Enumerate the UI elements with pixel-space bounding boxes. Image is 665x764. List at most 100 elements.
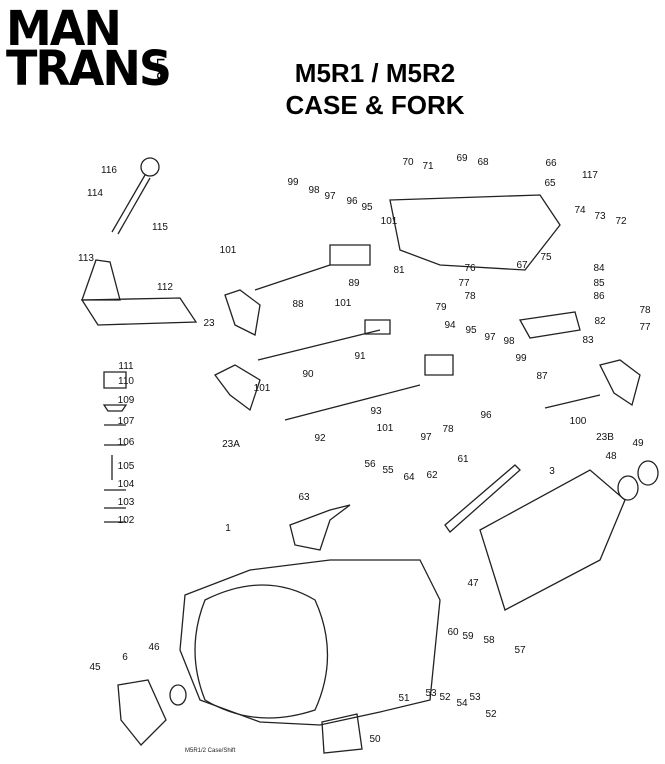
- plate-82: [518, 311, 581, 339]
- callout-97: 97: [420, 432, 432, 443]
- callout-96: 96: [346, 196, 358, 207]
- callout-95: 95: [361, 202, 373, 213]
- callout-labels: 1161141151131121111101091071061051041031…: [78, 153, 651, 745]
- callout-117: 117: [582, 170, 598, 181]
- callout-48: 48: [605, 451, 617, 462]
- bushing-48: [617, 475, 639, 501]
- callout-87: 87: [536, 371, 548, 382]
- callout-92: 92: [314, 433, 326, 444]
- callout-63: 63: [298, 492, 310, 503]
- shift-forks: [214, 289, 641, 412]
- callout-68: 68: [477, 157, 489, 168]
- callout-23B: 23B: [596, 432, 614, 443]
- boot-plate: [80, 297, 198, 326]
- callout-59: 59: [462, 631, 474, 642]
- callout-45: 45: [89, 662, 101, 673]
- callout-65: 65: [544, 178, 556, 189]
- callout-88: 88: [292, 299, 304, 310]
- callout-100: 100: [570, 416, 587, 427]
- callout-78: 78: [442, 424, 454, 435]
- callout-3: 3: [549, 466, 555, 477]
- callout-53: 53: [469, 692, 481, 703]
- extension-housing: [479, 469, 626, 611]
- shift-rails: [254, 264, 601, 421]
- callout-50: 50: [369, 734, 381, 745]
- shift-lever: [111, 174, 151, 235]
- callout-86: 86: [593, 291, 605, 302]
- callout-52: 52: [485, 709, 497, 720]
- callout-113: 113: [78, 253, 94, 264]
- callout-53: 53: [425, 688, 437, 699]
- callout-73: 73: [594, 211, 606, 222]
- shift-lugs: [329, 244, 454, 376]
- callout-57: 57: [514, 645, 526, 656]
- pad-50: [321, 713, 363, 754]
- callout-116: 116: [101, 165, 117, 176]
- callout-58: 58: [483, 635, 495, 646]
- shift-knob: [140, 157, 160, 177]
- callout-23: 23: [203, 318, 215, 329]
- callout-47: 47: [467, 578, 479, 589]
- callout-96: 96: [480, 410, 492, 421]
- callout-81: 81: [393, 265, 405, 276]
- callout-1: 1: [225, 523, 231, 534]
- mantrans-logo: MAN TRANS LLC.: [6, 0, 172, 92]
- callout-69: 69: [456, 153, 468, 164]
- callout-77: 77: [458, 278, 470, 289]
- callout-112: 112: [157, 282, 173, 293]
- cover-6: [117, 679, 167, 746]
- callout-51: 51: [398, 693, 410, 704]
- callout-109: 109: [118, 395, 135, 406]
- callout-78: 78: [464, 291, 476, 302]
- callout-83: 83: [582, 335, 594, 346]
- callout-101: 101: [254, 383, 271, 394]
- callout-64: 64: [403, 472, 415, 483]
- callout-82: 82: [594, 316, 606, 327]
- logo-line1: MAN: [6, 0, 122, 57]
- callout-79: 79: [435, 302, 447, 313]
- callout-102: 102: [118, 515, 135, 526]
- callout-67: 67: [516, 260, 528, 271]
- callout-78: 78: [639, 305, 651, 316]
- callout-55: 55: [382, 465, 394, 476]
- callout-98: 98: [308, 185, 320, 196]
- callout-99: 99: [515, 353, 527, 364]
- callout-115: 115: [152, 222, 168, 233]
- callout-101: 101: [381, 216, 398, 227]
- callout-111: 111: [118, 361, 134, 372]
- callout-60: 60: [447, 627, 459, 638]
- callout-95: 95: [465, 325, 477, 336]
- callout-54: 54: [456, 698, 468, 709]
- seal-49: [637, 460, 659, 486]
- top-cover: [389, 194, 561, 271]
- callout-98: 98: [503, 336, 515, 347]
- shifter-stack: [102, 371, 128, 523]
- callout-104: 104: [118, 479, 135, 490]
- callout-71: 71: [422, 161, 434, 172]
- callout-74: 74: [574, 205, 586, 216]
- callout-84: 84: [593, 263, 605, 274]
- callout-56: 56: [364, 459, 376, 470]
- diagram-caption: M5R1/2 Case/Shift: [185, 748, 236, 754]
- lever-61: [444, 464, 521, 533]
- callout-97: 97: [324, 191, 336, 202]
- callout-72: 72: [615, 216, 627, 227]
- callout-52: 52: [439, 692, 451, 703]
- callout-97: 97: [484, 332, 496, 343]
- callout-110: 110: [118, 376, 134, 387]
- callout-114: 114: [87, 188, 103, 199]
- callout-76: 76: [464, 263, 476, 274]
- callout-61: 61: [457, 454, 469, 465]
- callout-85: 85: [593, 278, 605, 289]
- shift-boot: [81, 259, 121, 301]
- title-line2: CASE & FORK: [285, 90, 465, 120]
- callout-75: 75: [540, 252, 552, 263]
- part-drawings: [80, 157, 659, 754]
- callout-105: 105: [118, 461, 135, 472]
- callout-89: 89: [348, 278, 360, 289]
- title-line1: M5R1 / M5R2: [294, 58, 456, 88]
- callout-99: 99: [287, 177, 299, 188]
- callout-101: 101: [335, 298, 352, 309]
